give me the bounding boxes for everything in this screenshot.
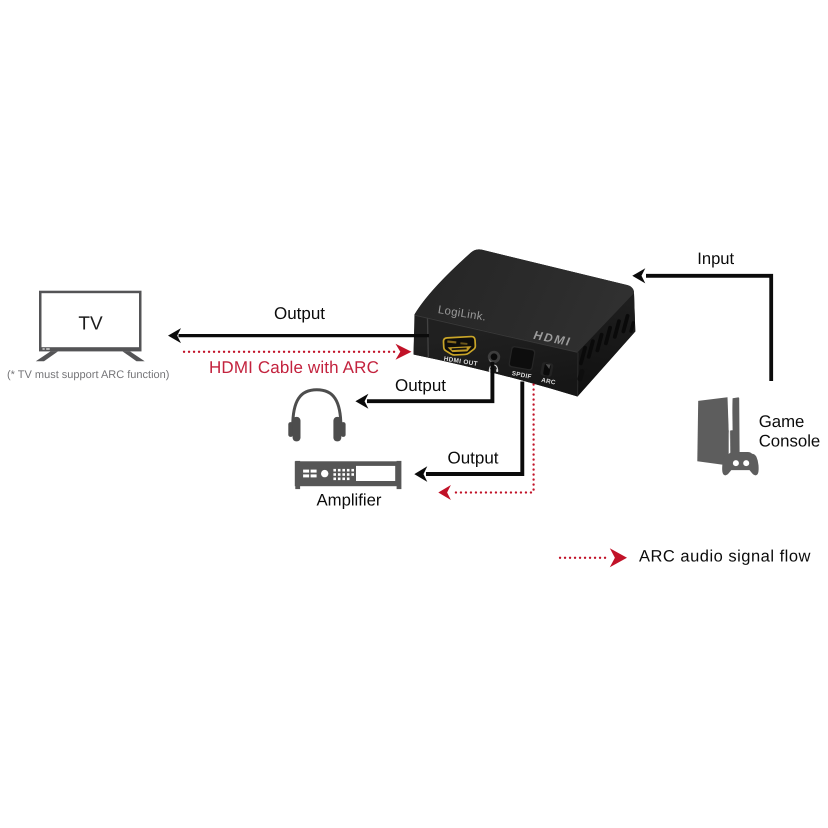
- svg-text:Input: Input: [697, 249, 734, 268]
- svg-text:Output: Output: [395, 376, 446, 395]
- svg-text:(* TV must support ARC functio: (* TV must support ARC function): [7, 369, 169, 381]
- svg-text:TV: TV: [78, 313, 103, 334]
- svg-text:Amplifier: Amplifier: [317, 491, 382, 510]
- svg-text:Game: Game: [759, 412, 805, 431]
- svg-text:Output: Output: [447, 448, 498, 467]
- svg-text:ARC: ARC: [541, 377, 557, 387]
- svg-text:HDMI Cable with ARC: HDMI Cable with ARC: [209, 358, 379, 377]
- svg-text:SPDIF: SPDIF: [511, 370, 532, 381]
- svg-text:ARC audio signal flow: ARC audio signal flow: [639, 548, 811, 566]
- svg-text:Output: Output: [274, 304, 325, 323]
- svg-text:Console: Console: [759, 432, 821, 451]
